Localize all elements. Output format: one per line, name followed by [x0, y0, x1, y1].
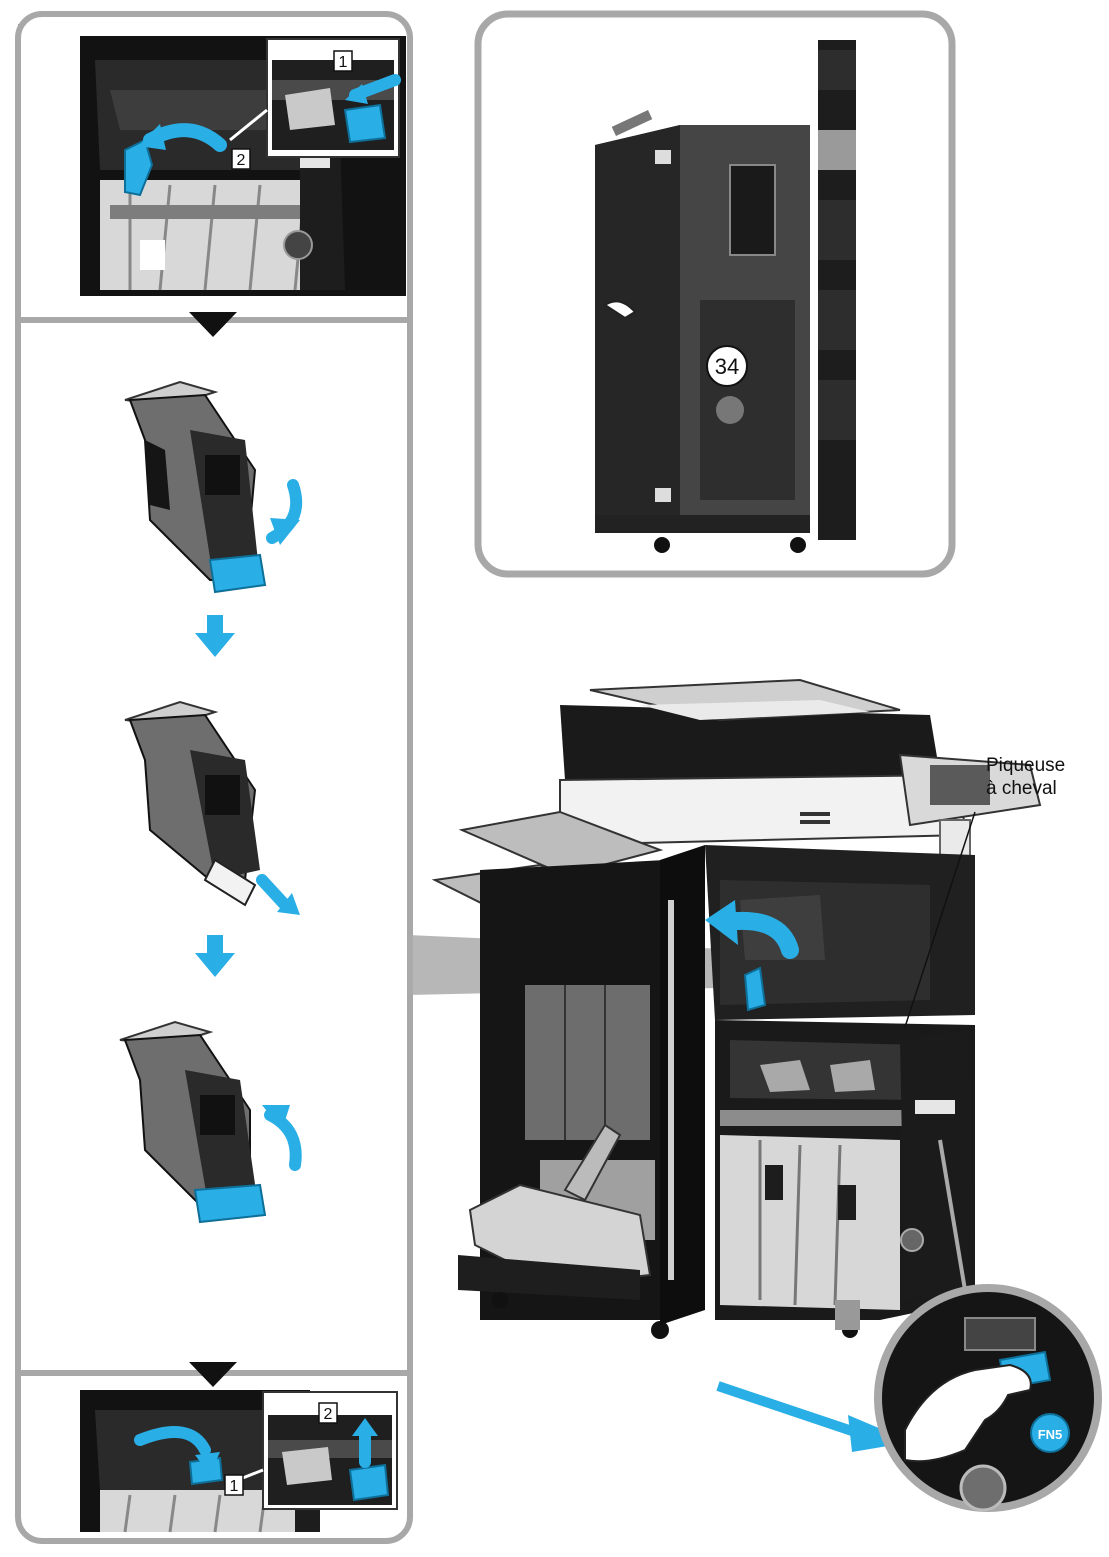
step-3-badge-1: 1: [230, 1478, 239, 1495]
staple-cartridge-2: [124, 700, 300, 915]
main-machine-view: FN5: [408, 678, 1102, 1512]
step-3-illustration: 2 1: [80, 1390, 398, 1533]
fn5-button-label: FN5: [1038, 1427, 1063, 1442]
saddle-stitcher-callout: Piqueuse à cheval: [986, 754, 1065, 800]
zoom-detail-circle: FN5: [874, 1139, 1102, 1512]
step-transition-arrow-2: [189, 1362, 237, 1387]
saddle-stitcher-callout-line-1: Piqueuse: [986, 755, 1066, 776]
step-1-badge-2: 2: [237, 152, 246, 169]
step-2-illustration: [119, 380, 303, 1224]
staple-cartridge-3: [119, 1020, 302, 1224]
step-transition-arrow-1: [189, 312, 237, 337]
top-right-panel: 34: [474, 10, 956, 578]
staple-cartridge-1: [124, 380, 303, 594]
step-1-badge-1: 1: [339, 54, 348, 71]
part-callout-34: 34: [715, 354, 739, 379]
process-arrow-1: [195, 615, 235, 657]
saddle-stitcher-callout-line-2: à cheval: [986, 778, 1057, 799]
process-arrow-2: [195, 935, 235, 977]
step-1-illustration: 1 2: [80, 36, 406, 296]
step-3-badge-2: 2: [324, 1406, 333, 1423]
